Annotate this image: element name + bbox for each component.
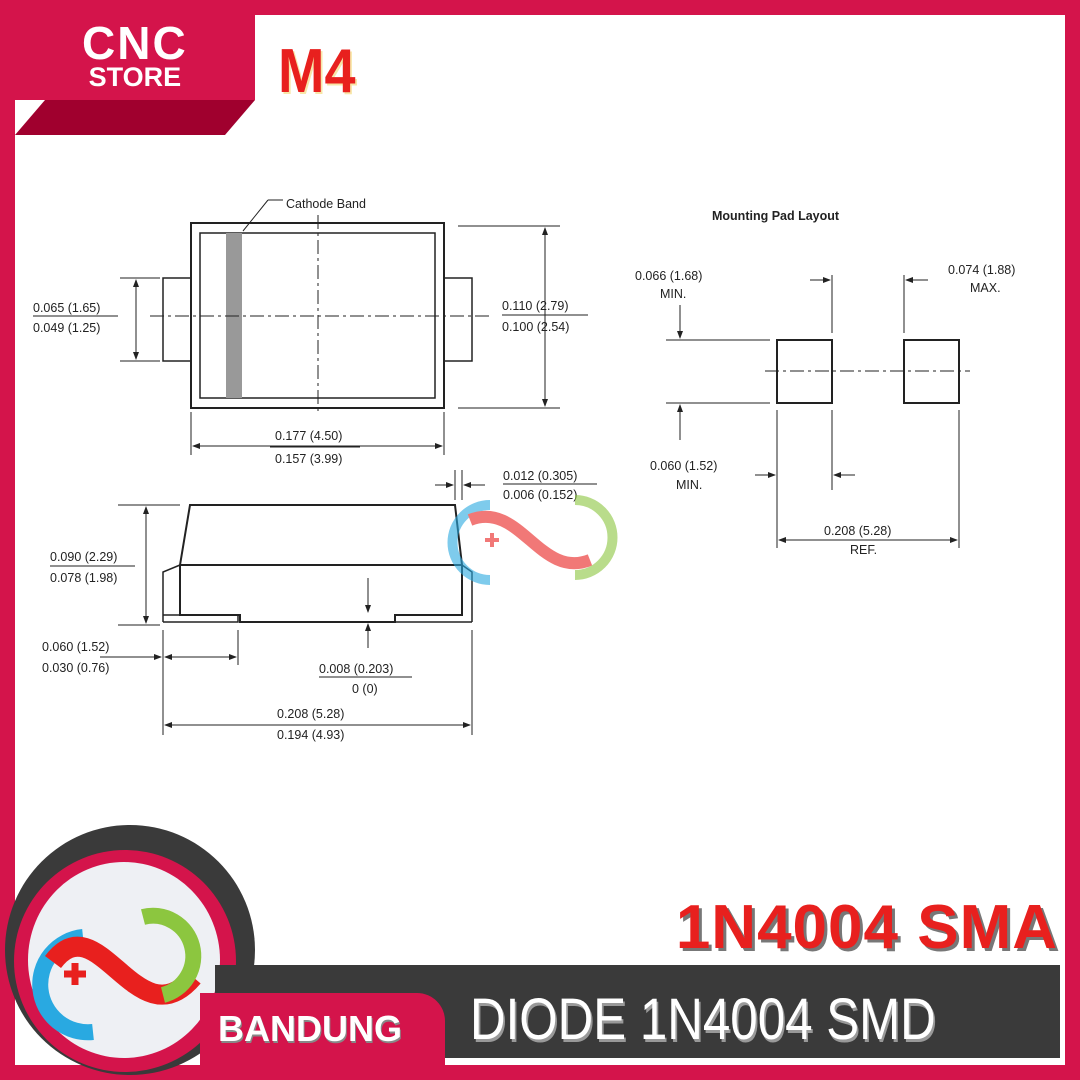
lead-right (443, 277, 473, 362)
pad-layout-title: Mounting Pad Layout (712, 209, 840, 223)
dim-label: 0.177 (4.50) (275, 429, 342, 443)
dim-label: 0.006 (0.152) (503, 488, 577, 502)
dim-label: MIN. (660, 287, 686, 301)
logo-line1: CNC (82, 17, 188, 69)
dim-label: 0.208 (5.28) (277, 707, 344, 721)
lead-left (162, 277, 192, 362)
dim-label: 0.060 (1.52) (42, 640, 109, 654)
dim-label: 0.100 (2.54) (502, 320, 569, 334)
brand-logo-circle (28, 862, 220, 1058)
location-tab (200, 993, 445, 1065)
dim-label: 0.066 (1.68) (635, 269, 702, 283)
dim-label: 0.157 (3.99) (275, 452, 342, 466)
store-logo-block (15, 15, 255, 100)
dim-label: 0.060 (1.52) (650, 459, 717, 473)
cathode-label: Cathode Band (286, 197, 366, 211)
product-name: DIODE 1N4004 SMD (470, 987, 936, 1052)
logo-bevel (15, 100, 255, 135)
dim-label: 0.110 (2.79) (502, 299, 568, 313)
dim-label: 0.030 (0.76) (42, 661, 109, 675)
dim-label: 0.194 (4.93) (277, 728, 344, 742)
location-label: BANDUNG (218, 1008, 402, 1049)
dim-label: 0.065 (1.65) (33, 301, 100, 315)
dim-label: REF. (850, 543, 877, 557)
dim-label: 0.008 (0.203) (319, 662, 393, 676)
dim-label: 0.090 (2.29) (50, 550, 117, 564)
dim-label: 0.078 (1.98) (50, 571, 117, 585)
dim-label: 0.012 (0.305) (503, 469, 577, 483)
dim-label: 0 (0) (352, 682, 378, 696)
store-logo: CNC STORE (82, 20, 188, 91)
package-body-side (178, 504, 464, 566)
dim-label: MAX. (970, 281, 1001, 295)
infinity-cross-logo (32, 907, 202, 1041)
dim-label: 0.208 (5.28) (824, 524, 891, 538)
watermark-logo (447, 495, 618, 585)
dim-label: 0.074 (1.88) (948, 263, 1015, 277)
logo-line2: STORE (88, 62, 182, 92)
product-code: M4 (278, 37, 356, 106)
dim-label: 0.049 (1.25) (33, 321, 100, 335)
dim-label: MIN. (676, 478, 702, 492)
product-model: 1N4004 SMA (675, 893, 1058, 962)
